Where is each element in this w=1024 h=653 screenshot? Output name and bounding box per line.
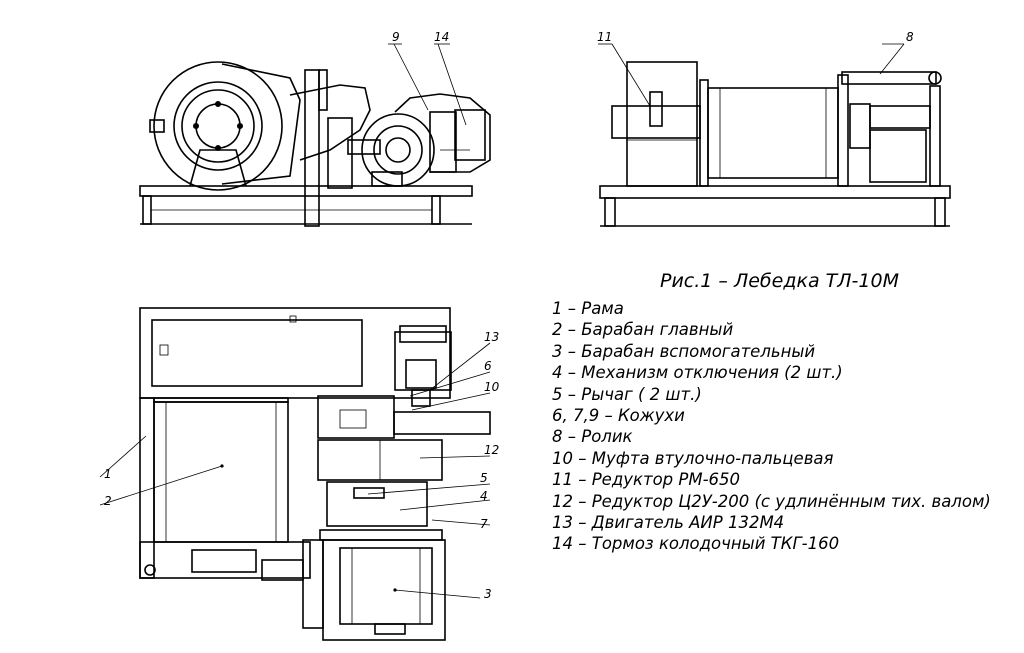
front-callout-8: 8 [906,30,914,44]
front-callout-11: 11 [597,30,612,44]
legend-item: 3 – Барабан вспомогательный [552,341,816,361]
plan-callout-2: 2 [104,494,112,508]
legend-item: 4 – Механизм отключения (2 шт.) [552,363,843,383]
plan-view [139,307,491,641]
legend-item: 5 – Рычаг ( 2 шт.) [552,384,702,404]
legend-item: 14 – Тормоз колодочный ТКГ-160 [552,534,840,554]
plan-callout-5: 5 [480,471,488,485]
legend-item: 12 – Редуктор Ц2У-200 (с удлинённым тих.… [552,491,991,511]
legend-item: 2 – Барабан главный [552,320,734,340]
legend-item: 6, 7,9 – Кожухи [552,406,685,426]
plan-callout-10: 10 [484,380,500,394]
front-view [599,61,951,227]
legend-item: 11 – Редуктор РМ-650 [552,470,741,490]
plan-callout-3: 3 [484,587,492,601]
plan-callout-12: 12 [484,443,499,457]
plan-callout-1: 1 [104,467,112,481]
plan-callout-4: 4 [480,489,488,503]
side-callout-9: 9 [392,30,400,44]
plan-callout-7: 7 [480,517,488,531]
legend-item: 10 – Муфта втулочно-пальцевая [552,448,834,468]
plan-callout-6: 6 [484,359,492,373]
parts-legend: 1 – Рама 2 – Барабан главный 3 – Барабан… [552,298,991,555]
legend-item: 13 – Двигатель АИР 132М4 [552,513,785,533]
plan-callout-13: 13 [484,330,499,344]
legend-item: 1 – Рама [552,299,624,318]
side-view [139,61,491,227]
figure-title: Рис.1 – Лебедка ТЛ-10М [660,270,899,292]
side-callout-14: 14 [434,30,449,44]
legend-item: 8 – Ролик [552,427,633,447]
